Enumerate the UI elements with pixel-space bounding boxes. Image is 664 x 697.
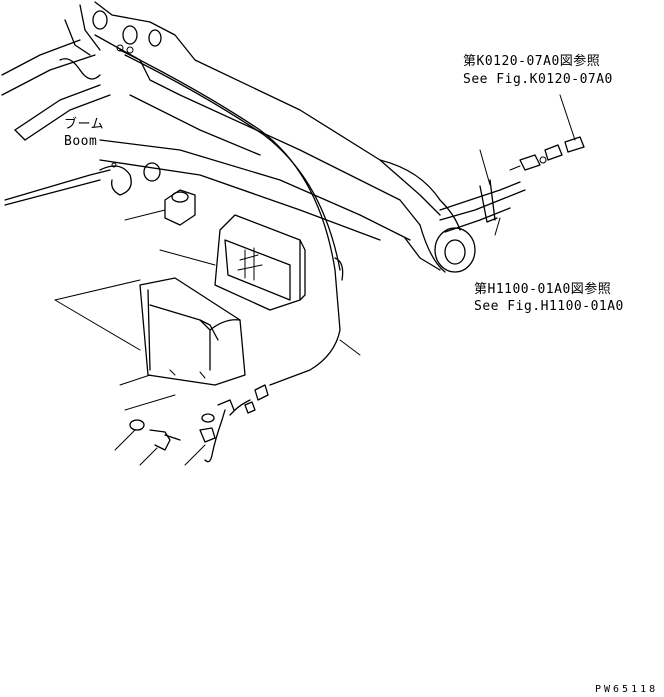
work-lamp bbox=[159, 214, 306, 311]
nut bbox=[199, 427, 216, 443]
mounting-bracket bbox=[54, 277, 246, 386]
hoses bbox=[439, 149, 526, 236]
ref-mid-jp: 第H1100-01A0図参照 bbox=[474, 282, 612, 297]
bolt bbox=[149, 429, 171, 451]
hardware bbox=[114, 374, 216, 466]
wire-harness bbox=[119, 49, 361, 463]
washer bbox=[129, 419, 145, 431]
ref-top-jp: 第K0120-07A0図参照 bbox=[463, 54, 601, 69]
spacer-block bbox=[124, 189, 196, 226]
boom-label-jp: ブーム bbox=[64, 117, 105, 132]
boom-label-en: Boom bbox=[64, 134, 98, 149]
connector-top bbox=[509, 94, 585, 171]
ref-mid-en: See Fig.H1100-01A0 bbox=[474, 299, 624, 314]
ref-top-en: See Fig.K0120-07A0 bbox=[463, 72, 613, 87]
drawing-code: PW65118 bbox=[595, 684, 659, 695]
